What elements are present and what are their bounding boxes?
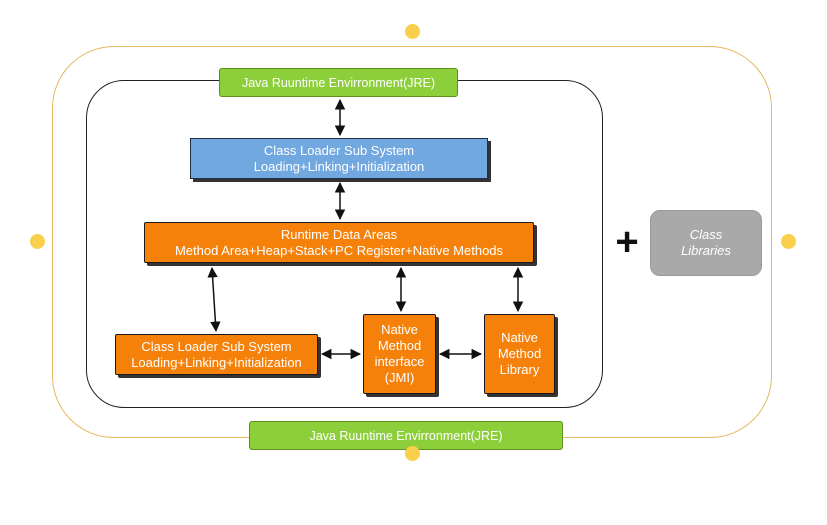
native-method-interface-line3: interface xyxy=(374,354,425,369)
class-libraries-line2: Libraries xyxy=(681,243,731,258)
runtime-data-areas-detail: Method Area+Heap+Stack+PC Register+Nativ… xyxy=(174,242,504,258)
native-method-library-box: Native Method Library xyxy=(484,314,555,394)
plus-sign: + xyxy=(615,220,639,264)
class-libraries-line1: Class xyxy=(689,227,723,242)
arrow-runtime-to-bottom-loader xyxy=(207,266,221,333)
frame-handle-top[interactable] xyxy=(405,24,420,39)
class-loader-subsystem-box: Class Loader Sub System Loading+Linking+… xyxy=(190,138,488,179)
native-method-library-line2: Method xyxy=(497,346,542,361)
frame-handle-bottom[interactable] xyxy=(405,446,420,461)
native-method-interface-line1: Native xyxy=(381,322,418,337)
native-method-library-line1: Native xyxy=(501,330,538,345)
jre-label-bottom: Java Ruuntime Envirronment(JRE) xyxy=(249,421,563,450)
jre-label-bottom-text: Java Ruuntime Envirronment(JRE) xyxy=(309,428,503,443)
jre-label-top: Java Ruuntime Envirronment(JRE) xyxy=(219,68,458,97)
jre-label-top-text: Java Ruuntime Envirronment(JRE) xyxy=(241,75,436,90)
runtime-data-areas-box: Runtime Data Areas Method Area+Heap+Stac… xyxy=(144,222,534,263)
class-libraries-box: Class Libraries xyxy=(650,210,762,276)
frame-handle-right[interactable] xyxy=(781,234,796,249)
native-method-interface-line2: Method xyxy=(377,338,422,353)
class-loader-subsystem-detail: Loading+Linking+Initialization xyxy=(253,158,425,174)
runtime-data-areas-title: Runtime Data Areas xyxy=(280,226,398,242)
class-loader-bottom-box: Class Loader Sub System Loading+Linking+… xyxy=(115,334,318,375)
class-loader-bottom-detail: Loading+Linking+Initialization xyxy=(131,354,302,370)
class-loader-subsystem-title: Class Loader Sub System xyxy=(263,142,415,158)
native-method-interface-line4: (JMI) xyxy=(384,370,415,385)
frame-handle-left[interactable] xyxy=(30,234,45,249)
class-loader-bottom-title: Class Loader Sub System xyxy=(141,338,292,354)
native-method-interface-box: Native Method interface (JMI) xyxy=(363,314,436,394)
native-method-library-line3: Library xyxy=(499,362,540,377)
